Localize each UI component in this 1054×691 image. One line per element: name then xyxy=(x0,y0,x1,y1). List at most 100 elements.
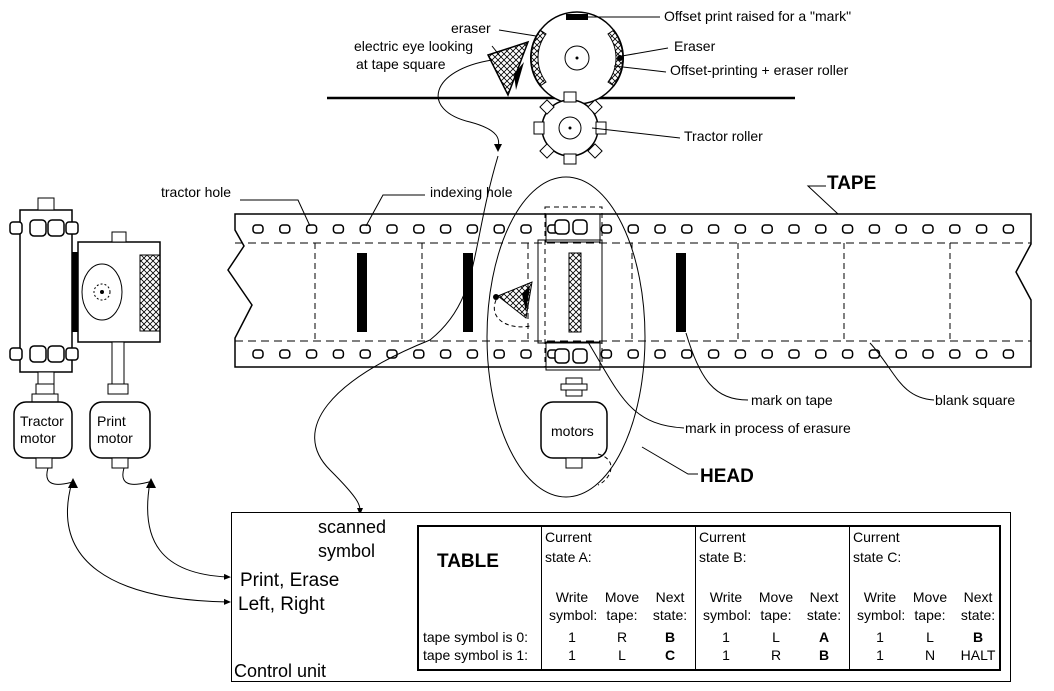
head-rollers xyxy=(554,219,588,364)
tape-hole xyxy=(868,349,881,359)
tape-hole xyxy=(815,224,827,234)
tape-hole xyxy=(627,224,639,234)
electric-eye-top xyxy=(486,40,530,97)
tape-hole xyxy=(466,349,479,359)
tape-hole xyxy=(975,349,988,359)
top-leaders xyxy=(437,16,681,149)
table-cell: state A: xyxy=(545,549,592,565)
tape-hole xyxy=(439,224,452,234)
label-print-erase: Print, Erase xyxy=(240,570,340,591)
tape-hole xyxy=(707,349,720,359)
tape-leaders xyxy=(240,185,935,475)
label-offset-roller: Offset-printing + eraser roller xyxy=(670,62,849,78)
table-cell: Move xyxy=(604,589,640,605)
table-cell: Next xyxy=(963,589,993,605)
table-cell: L xyxy=(618,647,626,663)
label-head: HEAD xyxy=(700,466,754,487)
table-cell: R xyxy=(616,629,628,645)
tape-mark xyxy=(357,253,367,332)
tape-hole xyxy=(734,349,747,359)
table-cell: tape: xyxy=(606,607,638,623)
tape-hole xyxy=(841,349,854,359)
head-lower-block xyxy=(545,341,601,371)
head-region: motors xyxy=(486,176,646,498)
tape-hole xyxy=(359,349,371,359)
tape-hole xyxy=(922,349,934,359)
table-title: TABLE xyxy=(437,551,499,572)
tape-hole xyxy=(413,224,425,234)
tape-hole xyxy=(975,224,988,234)
table-cell: symbol: xyxy=(549,607,598,623)
tape-hole xyxy=(895,224,907,234)
head-ellipse xyxy=(486,176,646,498)
tape-holes xyxy=(252,224,1015,359)
tape-hole xyxy=(761,349,773,359)
table-cell: N xyxy=(924,647,936,663)
label-tractor-motor-1: Tractor xyxy=(20,413,64,429)
table-cell: C xyxy=(664,647,676,663)
table-cell: 1 xyxy=(876,647,884,663)
table-cell: Move xyxy=(758,589,794,605)
tape-hole xyxy=(332,224,345,234)
table-cell: state: xyxy=(652,607,688,623)
tape-hole xyxy=(895,349,907,359)
label-tape: TAPE xyxy=(827,173,876,194)
tape-hole xyxy=(386,224,398,234)
tape-hole xyxy=(681,224,693,234)
tape-hole xyxy=(788,224,800,234)
tape-squares xyxy=(314,243,951,341)
tape xyxy=(227,213,1032,368)
table-cell: Current xyxy=(699,529,746,545)
table-cell: B xyxy=(818,647,830,663)
tape-hole xyxy=(279,349,291,359)
tape-hole xyxy=(332,349,345,359)
label-tractor-motor-2: motor xyxy=(20,430,56,446)
roller-assembly xyxy=(327,11,795,165)
table-cell: tape: xyxy=(914,607,946,623)
table-cell: state: xyxy=(806,607,842,623)
head-frame xyxy=(537,239,603,344)
tape-outline xyxy=(227,213,1032,368)
tape-hole xyxy=(305,224,318,234)
label-mark-on-tape: mark on tape xyxy=(751,392,833,408)
label-electric-eye-2: at tape square xyxy=(356,56,446,72)
tape-mark xyxy=(463,253,473,332)
table-cell: B xyxy=(664,629,676,645)
tape-hole xyxy=(252,349,264,359)
label-control-unit: Control unit xyxy=(234,661,327,681)
tape-hole xyxy=(520,349,532,359)
table-cell: HALT xyxy=(960,647,996,663)
tape-hole xyxy=(922,224,934,234)
table-cell: symbol: xyxy=(857,607,906,623)
table-cell: symbol: xyxy=(703,607,752,623)
table-cell: 1 xyxy=(722,647,730,663)
tape-hole xyxy=(1002,349,1015,359)
tape-hole xyxy=(868,224,881,234)
tape-hole xyxy=(466,224,479,234)
table-cell: L xyxy=(772,629,780,645)
label-tractor-roller: Tractor roller xyxy=(684,128,763,144)
tape-hole xyxy=(707,224,720,234)
head-motor xyxy=(540,377,612,486)
table-cell: 1 xyxy=(876,629,884,645)
tape-hole xyxy=(493,224,505,234)
label-motors: motors xyxy=(551,423,594,439)
tape-mark xyxy=(676,253,686,332)
control-unit: scanned symbol Print, Erase Left, Right … xyxy=(231,512,1011,682)
offset-roller-eraser-band xyxy=(530,29,547,87)
tape-hole xyxy=(1002,224,1015,234)
tape-hole xyxy=(439,349,452,359)
tape-hole xyxy=(734,224,747,234)
tape-hole xyxy=(949,224,961,234)
tractor-motor-assembly xyxy=(9,197,80,469)
table-cell: A xyxy=(818,629,830,645)
table-cell: state: xyxy=(960,607,996,623)
table-cell: R xyxy=(770,647,782,663)
label-tractor-hole: tractor hole xyxy=(161,184,231,200)
row-label-1: tape symbol is 1: xyxy=(423,647,529,663)
electric-eye-head xyxy=(497,281,533,319)
label-eraser-top: eraser xyxy=(451,20,491,36)
label-print-motor-2: motor xyxy=(97,430,133,446)
table-cell: Next xyxy=(655,589,685,605)
table-cell: 1 xyxy=(722,629,730,645)
